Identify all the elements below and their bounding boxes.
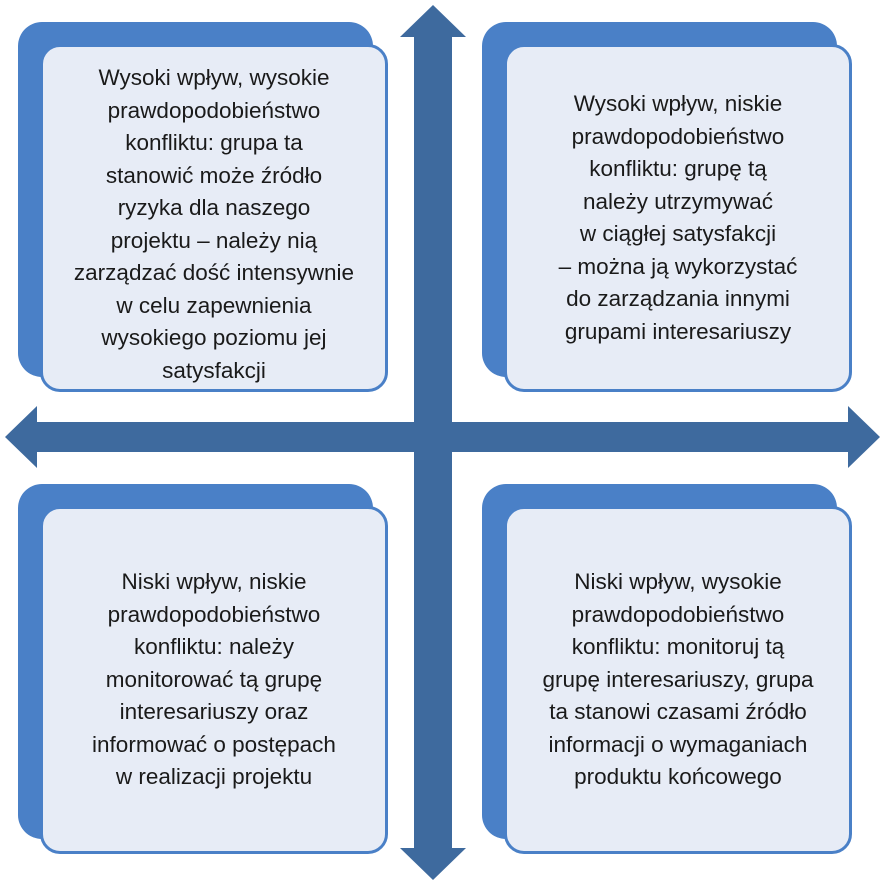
- quadrant-high-impact-high-conflict: Wysoki wpływ, wysokie prawdopodobieństwo…: [18, 22, 388, 392]
- quadrant-text: Niski wpływ, wysokie prawdopodobieństwo …: [542, 569, 814, 790]
- quadrant-high-impact-low-conflict: Wysoki wpływ, niskie prawdopodobieństwo …: [482, 22, 852, 392]
- quadrant-card: Niski wpływ, niskie prawdopodobieństwo k…: [40, 506, 388, 854]
- quadrant-low-impact-high-conflict: Niski wpływ, wysokie prawdopodobieństwo …: [482, 484, 852, 854]
- quadrant-text: Wysoki wpływ, niskie prawdopodobieństwo …: [558, 91, 798, 344]
- quadrant-card: Wysoki wpływ, wysokie prawdopodobieństwo…: [40, 44, 388, 392]
- quadrant-text: Niski wpływ, niskie prawdopodobieństwo k…: [92, 569, 336, 790]
- quadrant-card: Wysoki wpływ, niskie prawdopodobieństwo …: [504, 44, 852, 392]
- quadrant-text: Wysoki wpływ, wysokie prawdopodobieństwo…: [73, 65, 355, 383]
- quadrant-card: Niski wpływ, wysokie prawdopodobieństwo …: [504, 506, 852, 854]
- horizontal-axis-arrow: [5, 406, 880, 468]
- quadrant-low-impact-low-conflict: Niski wpływ, niskie prawdopodobieństwo k…: [18, 484, 388, 854]
